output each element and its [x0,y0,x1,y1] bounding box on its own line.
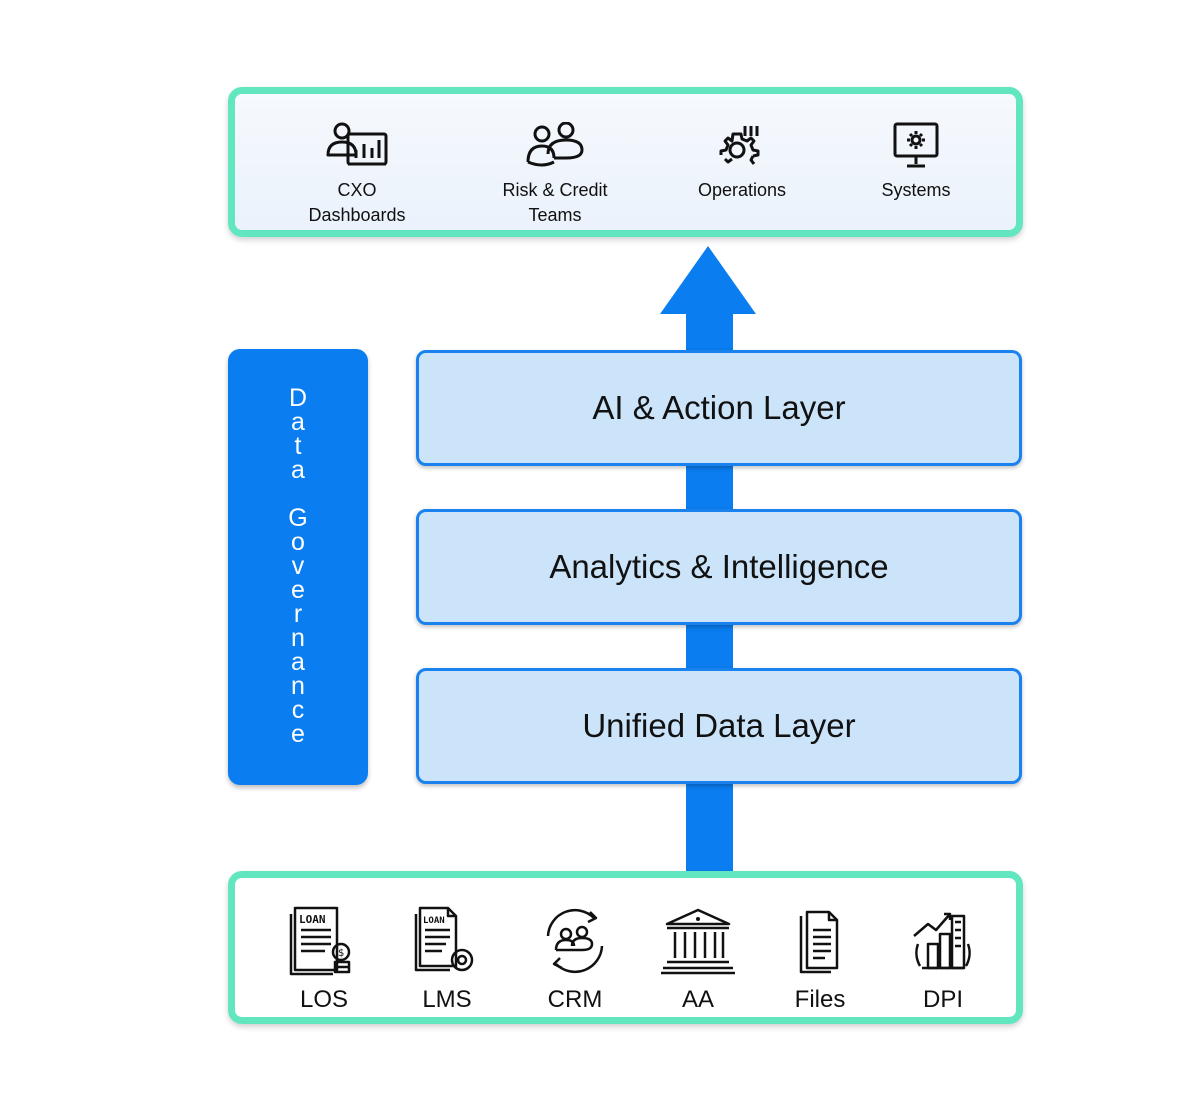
monitor-gear-icon [893,122,939,168]
team-icon [526,122,584,167]
source-label: DPI [922,986,963,1013]
consumers-panel: CXO Dashboards Risk & Credit Teams [228,87,1023,237]
bank-icon [661,908,735,975]
loan-icon-text: LOAN [299,913,326,926]
consumer-systems: Systems [826,122,1006,203]
unified-data-layer: Unified Data Layer [416,668,1022,784]
data-governance-pillar: D a t a G o v e r n a n c e [228,349,368,785]
source-label: AA [681,986,714,1013]
source-label: Files [794,986,846,1013]
loan-gear-icon: LOAN [414,906,474,972]
loan-icon-text: LOAN [423,916,445,926]
dashboard-icon [326,122,388,166]
ai-action-layer: AI & Action Layer [416,350,1022,466]
source-label: CRM [547,986,603,1013]
sources-panel: LOAN $ LOS LOAN LMS [228,871,1023,1024]
loan-document-icon: LOAN $ [289,906,351,976]
files-icon [799,910,839,974]
source-dpi: DPI [888,906,998,1014]
consumer-label: Risk & Credit Teams [502,180,608,225]
source-label: LMS [422,986,472,1013]
source-files: Files [765,906,875,1014]
consumer-label: CXO Dashboards [308,180,406,225]
consumer-label: Operations [697,180,787,200]
analytics-intelligence-layer: Analytics & Intelligence [416,509,1022,625]
consumer-risk-credit-teams: Risk & Credit Teams [465,122,645,228]
source-lms: LOAN LMS [392,906,502,1014]
source-los: LOAN $ LOS [269,906,379,1014]
crm-people-icon [546,908,604,974]
consumer-cxo-dashboards: CXO Dashboards [267,122,447,228]
consumer-label: Systems [881,180,951,200]
gear-icon [719,126,760,165]
source-label: LOS [299,986,349,1013]
svg-text:$: $ [338,948,344,959]
growth-city-icon [913,912,971,970]
data-governance-label: D a t a G o v e r n a n c e [288,384,308,748]
flow-arrow-head [660,246,756,314]
source-crm: CRM [520,906,630,1014]
source-aa: AA [643,906,753,1014]
consumer-operations: Operations [652,122,832,203]
